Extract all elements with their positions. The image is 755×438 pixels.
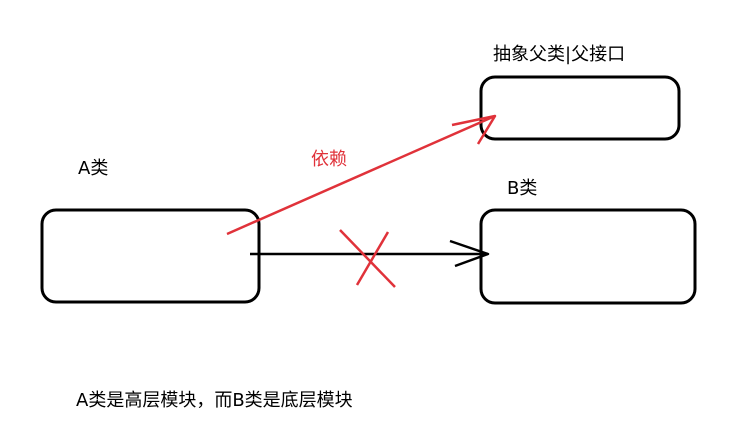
class-a-label: A类	[78, 158, 109, 179]
class-a-box	[40, 208, 261, 304]
abstract-class-box	[479, 75, 681, 141]
class-b-label: B类	[507, 178, 538, 199]
abstract-class-label: 抽象父类|父接口	[493, 44, 626, 65]
caption-text: A类是高层模块，而B类是底层模块	[76, 390, 353, 411]
prohibited-cross-mark	[339, 229, 396, 288]
class-b-box	[479, 208, 697, 305]
abstraction-dependency-arrow	[226, 114, 497, 236]
dependency-label: 依赖	[311, 149, 347, 170]
direct-dependency-arrow	[250, 239, 490, 268]
